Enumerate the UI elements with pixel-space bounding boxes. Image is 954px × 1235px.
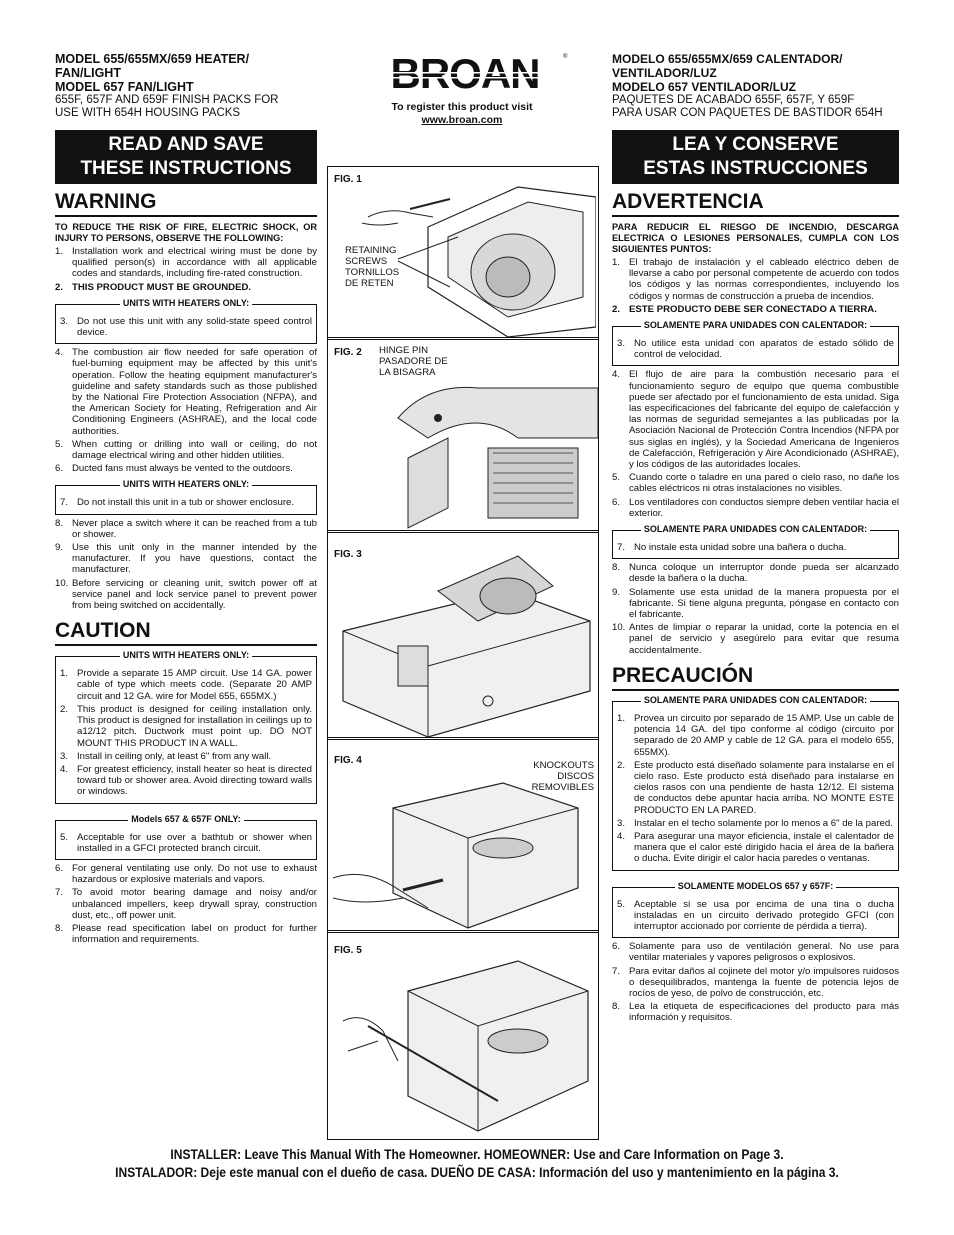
warning-intro: TO REDUCE THE RISK OF FIRE, ELECTRIC SHO… (55, 222, 317, 243)
list-item: 8.Lea la etiqueta de especificaciones de… (612, 1001, 899, 1024)
list-item: 5.Aceptable si se usa por encima de una … (617, 898, 894, 932)
list-item: 5.When cutting or drilling into wall or … (55, 438, 317, 462)
list-item: 2.This product is designed for ceiling i… (60, 703, 312, 749)
list-item: 1.El trabajo de instalación y el cablead… (612, 257, 899, 302)
list-item: 8.Never place a switch where it can be r… (55, 517, 317, 540)
fig-1-illustration (361, 186, 596, 337)
list-item: 10.Before servicing or cleaning unit, sw… (55, 577, 317, 612)
heaters-only-box: SOLAMENTE PARA UNIDADES CON CALENTADOR: … (612, 524, 899, 560)
list-item: 2.Este producto está diseñado solamente … (617, 759, 894, 816)
list-item: 8.Nunca coloque un interruptor donde pue… (612, 562, 899, 585)
list-item: 7.Para evitar daños al cojinete del moto… (612, 965, 899, 999)
finish-packs-note: 655F, 657F AND 659F FINISH PACKS FOR USE… (55, 94, 279, 119)
fig-1-label: FIG. 1 (334, 174, 362, 185)
fig-3-panel: FIG. 3 (327, 530, 599, 740)
spanish-column: MODELO 655/655MX/659 CALENTADOR/ VENTILA… (612, 52, 899, 1026)
list-item: 6.Los ventiladores con conductos siempre… (612, 496, 899, 519)
list-item: 5.Cuando corte o taladre en una pared o … (612, 472, 899, 495)
list-item: 4.For greatest efficiency, install heate… (60, 763, 312, 798)
models-only-box: SOLAMENTE MODELOS 657 y 657F: 5.Aceptabl… (612, 880, 899, 939)
footer-spanish: INSTALADOR: Deje este manual con el dueñ… (115, 1164, 839, 1180)
list-item: 3.Install in ceiling only, at least 6" f… (60, 750, 272, 762)
read-save-banner: READ AND SAVE THESE INSTRUCTIONS (55, 130, 317, 184)
list-item: 1.Provea un circuito por separado de 15 … (617, 712, 894, 758)
list-item: 1.Installation work and electrical wirin… (55, 246, 317, 280)
list-item: 4.The combustion air flow needed for saf… (55, 347, 317, 437)
list-item: 10.Antes de limpiar o reparar la unidad,… (612, 622, 899, 656)
fig-2-label: FIG. 2 (334, 347, 362, 358)
fig-3-label: FIG. 3 (334, 549, 362, 560)
warning-title: ADVERTENCIA (612, 190, 899, 217)
english-column: MODEL 655/655MX/659 HEATER/ FAN/LIGHT MO… (55, 52, 317, 947)
fig-5-label: FIG. 5 (334, 945, 362, 956)
heaters-only-box: UNITS WITH HEATERS ONLY: 1.Provide a sep… (55, 650, 317, 804)
list-item: 6.For general ventilating use only. Do n… (55, 862, 317, 886)
registered-mark: ® (563, 54, 568, 60)
list-item: 3.No utilice esta unidad con aparatos de… (617, 338, 894, 361)
models-only-box: Models 657 & 657F ONLY: 5.Acceptable for… (55, 813, 317, 860)
heaters-only-box: UNITS WITH HEATERS ONLY: 3.Do not use th… (55, 297, 317, 345)
register-note: To register this product visit www.broan… (391, 101, 533, 126)
fig-2-illustration (397, 386, 598, 529)
fig-5-panel: FIG. 5 (327, 930, 599, 1140)
list-item: 2.THIS PRODUCT MUST BE GROUNDED. (55, 281, 252, 293)
list-item: 4.Para asegurar una mayor eficiencia, in… (617, 830, 894, 865)
fig-5-illustration (342, 960, 589, 1132)
read-save-banner: LEA Y CONSERVE ESTAS INSTRUCCIONES (612, 130, 899, 184)
model-heading: MODEL 655/655MX/659 HEATER/ FAN/LIGHT MO… (55, 52, 250, 94)
fig-4-illustration (333, 782, 579, 929)
list-item: 7.Do not install this unit in a tub or s… (60, 497, 295, 509)
svg-text:BROAN: BROAN (391, 54, 540, 94)
list-item: 8.Please read specification label on pro… (55, 922, 317, 946)
list-item: 1.Provide a separate 15 AMP circuit. Use… (60, 668, 312, 702)
list-item: 7.To avoid motor bearing damage and nois… (55, 887, 317, 921)
broan-logo: BROAN (368, 50, 562, 97)
list-item: 5.Acceptable for use over a bathtub or s… (60, 831, 312, 854)
warning-title: WARNING (55, 190, 317, 217)
list-item: 2.ESTE PRODUCTO DEBE SER CONECTADO A TIE… (612, 303, 877, 315)
list-item: 3.Instalar en el techo solamente por lo … (617, 817, 893, 829)
heaters-only-box: SOLAMENTE PARA UNIDADES CON CALENTADOR: … (612, 320, 899, 367)
list-item: 6.Solamente para uso de ventilación gene… (612, 941, 899, 964)
broan-website-link[interactable]: www.broan.com (421, 114, 503, 126)
warning-list: 1.Installation work and electrical wirin… (55, 246, 317, 293)
list-item: 4.El flujo de aire para la combustión ne… (612, 369, 899, 471)
list-item: 9.Solamente use esta unidad de la manera… (612, 586, 899, 621)
list-item: 7.No instale esta unidad sobre una bañer… (617, 542, 847, 554)
heaters-only-box: UNITS WITH HEATERS ONLY: 7.Do not instal… (55, 479, 317, 515)
caution-title: CAUTION (55, 619, 317, 647)
list-item: 9.Use this unit only in the manner inten… (55, 542, 317, 576)
footer-english: INSTALLER: Leave This Manual With The Ho… (170, 1146, 784, 1162)
list-item: 6.Ducted fans must always be vented to t… (55, 463, 293, 475)
fig-4-label: FIG. 4 (334, 755, 362, 766)
fig-3-illustration (342, 555, 591, 737)
caution-title: PRECAUCIÓN (612, 664, 899, 691)
warning-intro: PARA REDUCIR EL RIESGO DE INCENDIO, DESC… (612, 222, 899, 254)
model-heading: MODELO 655/655MX/659 CALENTADOR/ VENTILA… (612, 52, 843, 94)
list-item: 3.Do not use this unit with any solid-st… (60, 315, 312, 339)
finish-packs-note: PAQUETES DE ACABADO 655F, 657F, Y 659F P… (612, 94, 883, 119)
heaters-only-box: SOLAMENTE PARA UNIDADES CON CALENTADOR: … (612, 694, 899, 871)
